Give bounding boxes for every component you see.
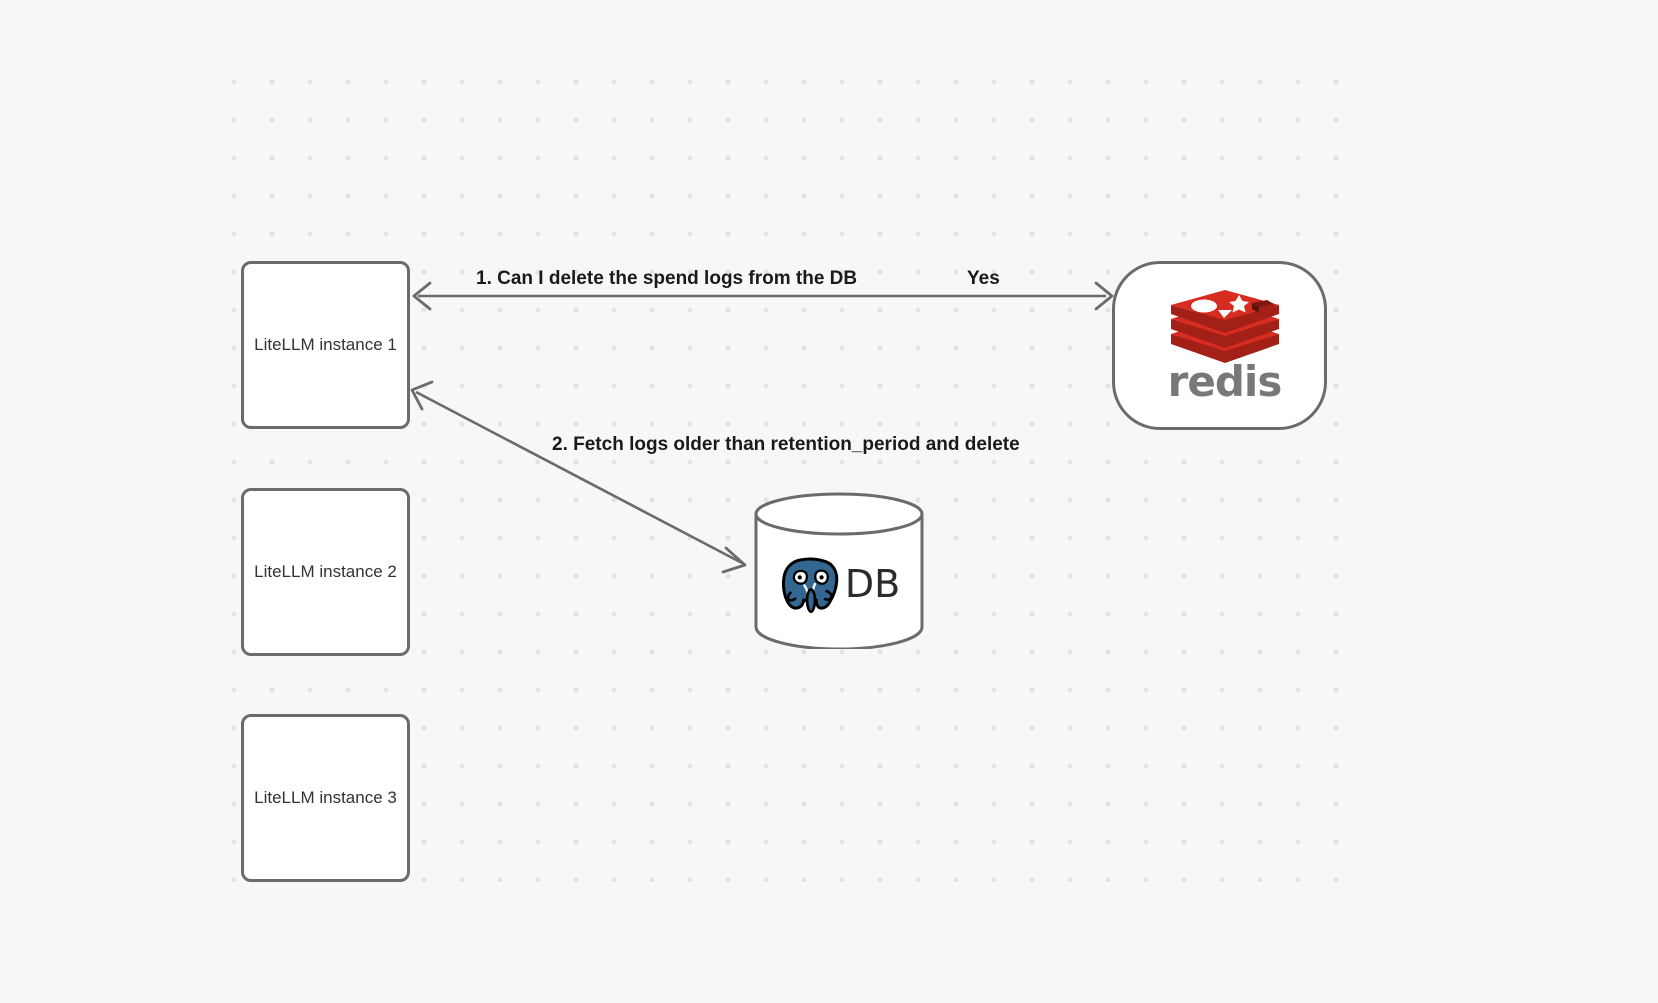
edge-label-can-i-delete: 1. Can I delete the spend logs from the … xyxy=(476,268,858,289)
node-label: LiteLLM instance 3 xyxy=(254,787,397,807)
node-litellm-instance-1[interactable]: LiteLLM instance 1 xyxy=(241,261,410,429)
node-db[interactable]: DB xyxy=(753,492,925,649)
db-wordmark: DB xyxy=(844,562,901,606)
redis-stack-icon xyxy=(1170,289,1279,363)
node-litellm-instance-2[interactable]: LiteLLM instance 2 xyxy=(241,488,410,656)
db-content: DB xyxy=(753,536,925,632)
edge-label-yes: Yes xyxy=(967,268,1000,289)
edge-litellm1-db xyxy=(410,380,747,574)
redis-logo: redis xyxy=(1166,289,1284,406)
edge-label-fetch-logs: 2. Fetch logs older than retention_perio… xyxy=(552,434,1020,455)
redis-wordmark: redis xyxy=(1167,356,1283,406)
node-label: LiteLLM instance 2 xyxy=(254,561,397,581)
node-label: LiteLLM instance 1 xyxy=(254,334,397,354)
node-redis[interactable]: redis xyxy=(1112,261,1327,430)
postgresql-elephant-icon xyxy=(780,556,840,614)
node-litellm-instance-3[interactable]: LiteLLM instance 3 xyxy=(241,714,410,882)
